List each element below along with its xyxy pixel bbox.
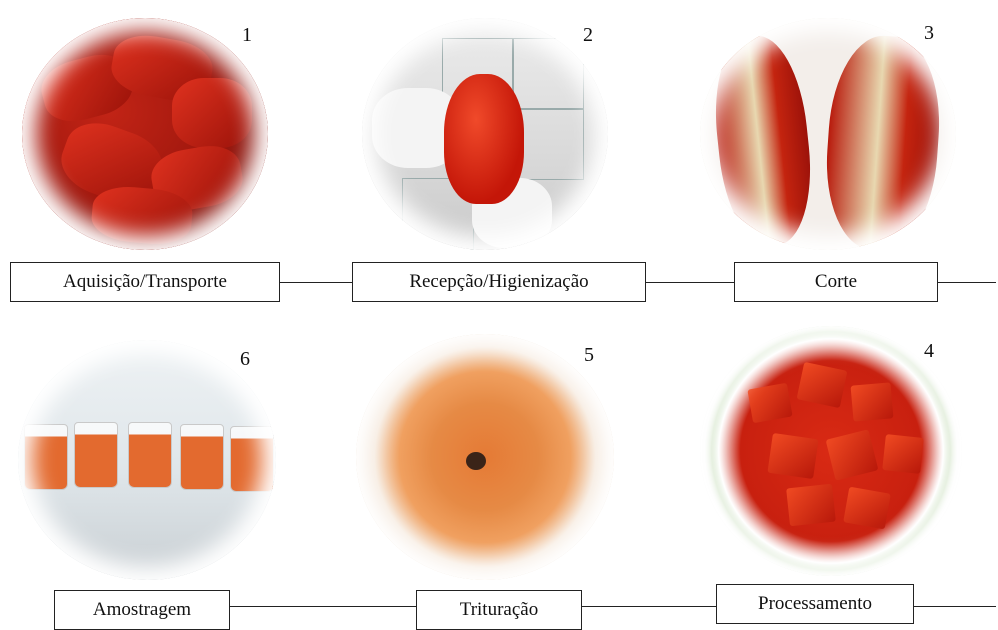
- step-number-3: 3: [924, 22, 934, 45]
- photo-sampling-cups: [18, 340, 276, 580]
- step-box-acquisition: Aquisição/Transporte: [10, 262, 280, 302]
- connector-5-6: [230, 606, 416, 607]
- step-box-cut: Corte: [734, 262, 938, 302]
- connector-3-4: [938, 282, 996, 283]
- step-number-6: 6: [240, 348, 250, 371]
- photo-reception-sanitization: [362, 18, 608, 250]
- step-number-2: 2: [583, 24, 593, 47]
- photo-acquisition-peppers: [22, 18, 268, 250]
- step-number-4: 4: [924, 340, 934, 363]
- connector-processing-out: [914, 606, 996, 607]
- step-box-sampling: Amostragem: [54, 590, 230, 630]
- step-label-acquisition: Aquisição/Transporte: [63, 271, 227, 293]
- step-label-sampling: Amostragem: [93, 599, 191, 621]
- connector-1-2: [280, 282, 352, 283]
- step-number-1: 1: [242, 24, 252, 47]
- connector-2-3: [646, 282, 734, 283]
- step-label-processing: Processamento: [758, 593, 872, 615]
- step-box-grinding: Trituração: [416, 590, 582, 630]
- step-box-processing: Processamento: [716, 584, 914, 624]
- photo-processing-chopped-peppers: [700, 326, 962, 576]
- step-label-reception: Recepção/Higienização: [409, 271, 588, 293]
- photo-grinding-blender: [356, 334, 614, 580]
- connector-4-5: [582, 606, 716, 607]
- step-label-cut: Corte: [815, 271, 857, 293]
- step-number-5: 5: [584, 344, 594, 367]
- step-box-reception: Recepção/Higienização: [352, 262, 646, 302]
- step-label-grinding: Trituração: [460, 599, 538, 621]
- photo-cut-pepper-halves: [700, 18, 956, 250]
